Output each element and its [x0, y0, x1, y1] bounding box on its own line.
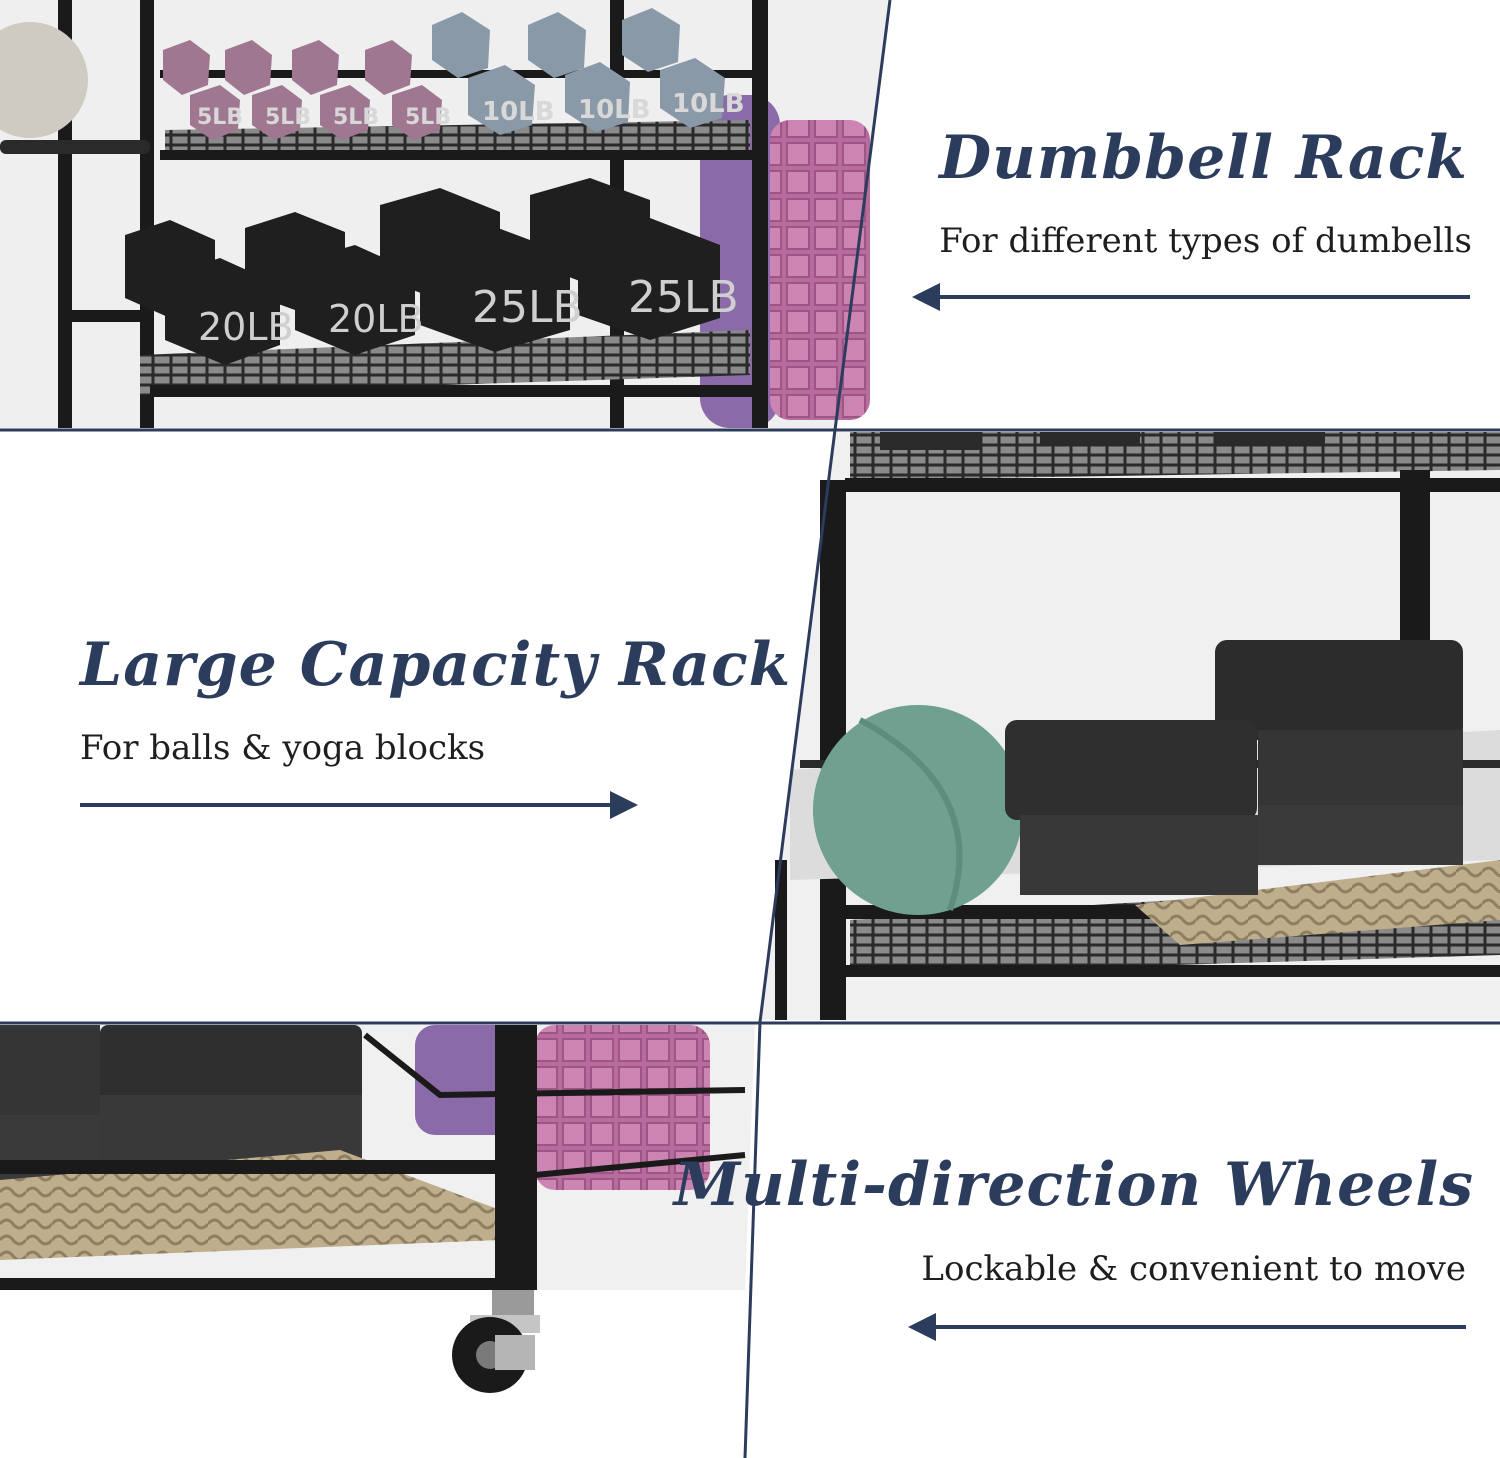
dumbbell-label: 25LB [628, 272, 739, 323]
yoga-mat [1135, 860, 1500, 945]
small-dumbbell-row: 5LB 5LB 5LB 5LB 10LB 10LB 10LB [163, 8, 745, 140]
large-dumbbell-row: 20LB 20LB 25LB 25LB [125, 178, 739, 365]
section-subtitle-large-capacity: For balls & yoga blocks [80, 728, 486, 768]
dumbbell-label: 5LB [197, 105, 243, 130]
dumbbell-label: 25LB [472, 282, 583, 333]
photo-large-capacity-rack [760, 432, 1500, 1020]
dumbbell-label: 5LB [405, 105, 451, 130]
dumbbell-label: 20LB [328, 297, 424, 341]
medicine-ball [813, 705, 1023, 915]
dumbbell-label: 10LB [482, 97, 555, 127]
section-subtitle-wheels: Lockable & convenient to move [921, 1249, 1466, 1289]
caster-wheel [452, 1290, 540, 1393]
photo-dumbbell-rack: 5LB 5LB 5LB 5LB 10LB 10LB 10LB 20LB 20LB [0, 0, 890, 428]
section-title-large-capacity: Large Capacity Rack [80, 630, 792, 700]
foam-roller [535, 1025, 710, 1190]
arrow-left-icon [908, 1313, 1466, 1341]
arrow-left-icon [912, 283, 1470, 311]
yoga-blocks [1005, 640, 1463, 895]
dumbbell-label: 5LB [265, 105, 311, 130]
section-subtitle-dumbbell-rack: For different types of dumbells [939, 221, 1472, 261]
arrow-right-icon [80, 791, 638, 819]
dumbbell-label: 10LB [578, 95, 651, 125]
ball [0, 22, 88, 138]
dumbbell-label: 5LB [333, 105, 379, 130]
dumbbell-label: 10LB [672, 89, 745, 119]
dumbbell-label: 20LB [198, 305, 294, 349]
section-title-wheels: Multi-direction Wheels [673, 1150, 1474, 1220]
photo-multi-direction-wheels [0, 1025, 760, 1458]
section-title-dumbbell-rack: Dumbbell Rack [939, 123, 1468, 193]
